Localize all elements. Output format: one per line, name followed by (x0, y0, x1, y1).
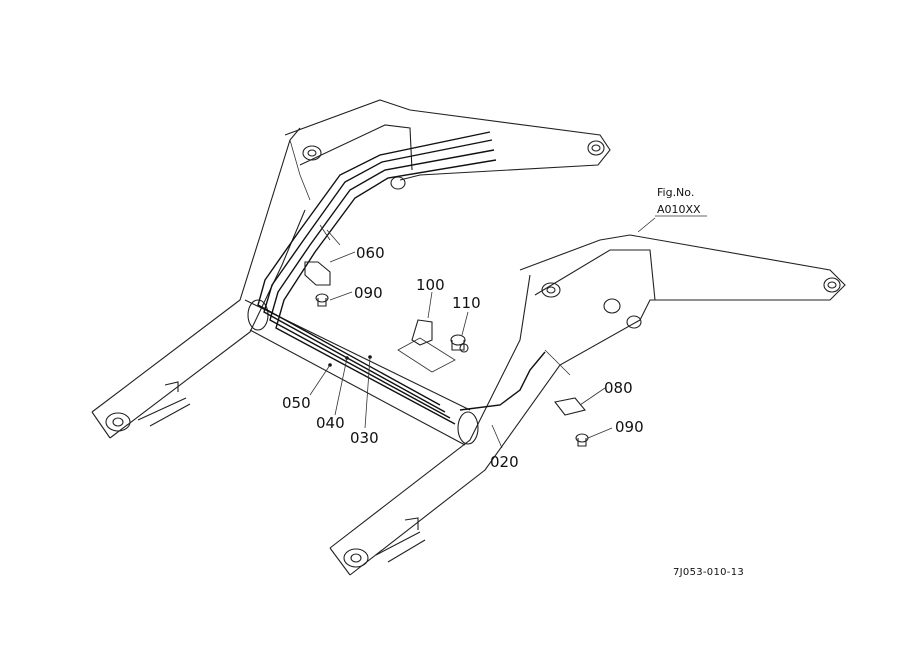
part-110-fitting (450, 334, 469, 353)
callout-020: 020 (490, 453, 519, 471)
pipe-markers (328, 355, 372, 367)
fig-no-label: Fig.No. (657, 186, 694, 199)
leader-lines (309, 217, 656, 449)
callout-090-upper: 090 (354, 284, 383, 302)
hydraulic-pipes (257, 131, 571, 425)
fig-no-value: A010XX (657, 203, 701, 216)
left-boom-arm (91, 99, 611, 439)
callout-100: 100 (416, 276, 445, 294)
right-boom-arm (329, 234, 846, 576)
callout-060: 060 (356, 244, 385, 262)
part-090-bolt-lower (575, 433, 589, 447)
drawing-code: 7J053-010-13 (673, 567, 744, 578)
part-100-bracket (397, 319, 456, 373)
part-090-bolt-upper (315, 293, 329, 307)
part-060-clamp (304, 261, 331, 286)
callout-080: 080 (604, 379, 633, 397)
callout-040: 040 (316, 414, 345, 432)
callout-090-lower: 090 (615, 418, 644, 436)
callout-110: 110 (452, 294, 481, 312)
callout-030: 030 (350, 429, 379, 447)
callout-050: 050 (282, 394, 311, 412)
part-080-bracket (554, 397, 586, 416)
cross-tube (244, 299, 479, 446)
